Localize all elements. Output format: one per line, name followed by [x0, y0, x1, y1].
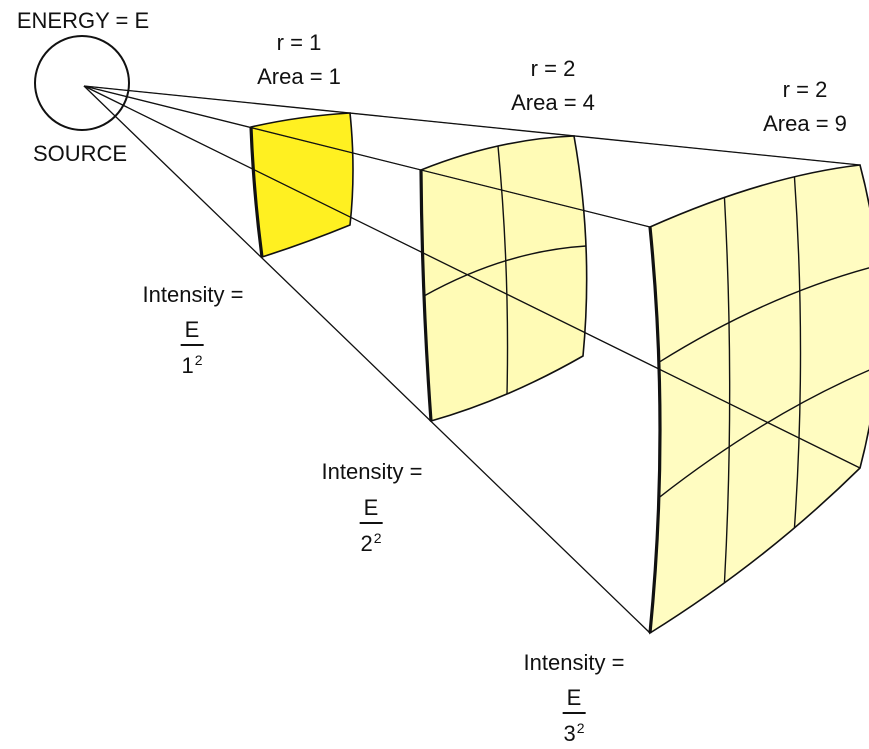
surface-1-r-label: r = 1 — [276, 30, 322, 55]
surface-3 — [648, 164, 869, 635]
intensity-3-label: Intensity = — [523, 650, 625, 675]
intensity-1-numerator: E — [184, 317, 200, 342]
ray-line-4 — [83, 85, 651, 634]
surface-1-front-edge — [249, 126, 264, 258]
intensity-2-numerator: E — [363, 495, 379, 520]
source-label: SOURCE — [32, 141, 128, 166]
surface-2-grid-horizontal — [423, 245, 587, 297]
intensity-2-label: Intensity = — [321, 459, 423, 484]
energy-label: ENERGY = E — [16, 8, 150, 33]
surface-2-r-label: r = 2 — [530, 56, 576, 81]
surface-1-area-label: Area = 1 — [257, 64, 341, 89]
surface-1 — [249, 112, 354, 259]
surface-3-grid-horizontal — [658, 267, 869, 363]
surface-1-face — [251, 113, 353, 257]
intensity-2-fraction-bar — [359, 522, 383, 524]
surface-2-face — [421, 136, 587, 421]
ray-line-2 — [83, 85, 861, 166]
intensity-3-fraction-bar — [562, 712, 586, 714]
intensity-2-denominator: 22 — [360, 530, 382, 556]
surface-3-face — [650, 165, 869, 633]
surface-2-grid-vertical — [497, 145, 509, 395]
intensity-3-denominator: 32 — [563, 720, 585, 746]
rays-layer — [83, 85, 861, 634]
surface-3-r-label: r = 2 — [782, 77, 828, 102]
ray-line-3 — [83, 85, 861, 469]
surface-3-front-edge — [648, 226, 662, 634]
surface-2-front-edge — [419, 169, 433, 422]
surface-3-grid-vertical — [723, 197, 731, 583]
intensity-1-denominator: 12 — [181, 352, 203, 378]
surface-2 — [419, 135, 588, 423]
intensity-1-label: Intensity = — [142, 282, 244, 307]
ray-line-1 — [83, 85, 651, 228]
source-circle — [34, 35, 130, 131]
intensity-3-numerator: E — [566, 685, 582, 710]
surface-3-area-label: Area = 9 — [763, 111, 847, 136]
intensity-2-fraction: E 22 — [359, 495, 383, 556]
surface-3-grid-horizontal — [658, 369, 869, 499]
surfaces-layer — [83, 85, 869, 635]
intensity-1-fraction-bar — [180, 344, 204, 346]
surface-2-area-label: Area = 4 — [511, 90, 595, 115]
surface-3-grid-vertical — [793, 176, 802, 528]
intensity-3-fraction: E 32 — [562, 685, 586, 746]
intensity-1-fraction: E 12 — [180, 317, 204, 378]
